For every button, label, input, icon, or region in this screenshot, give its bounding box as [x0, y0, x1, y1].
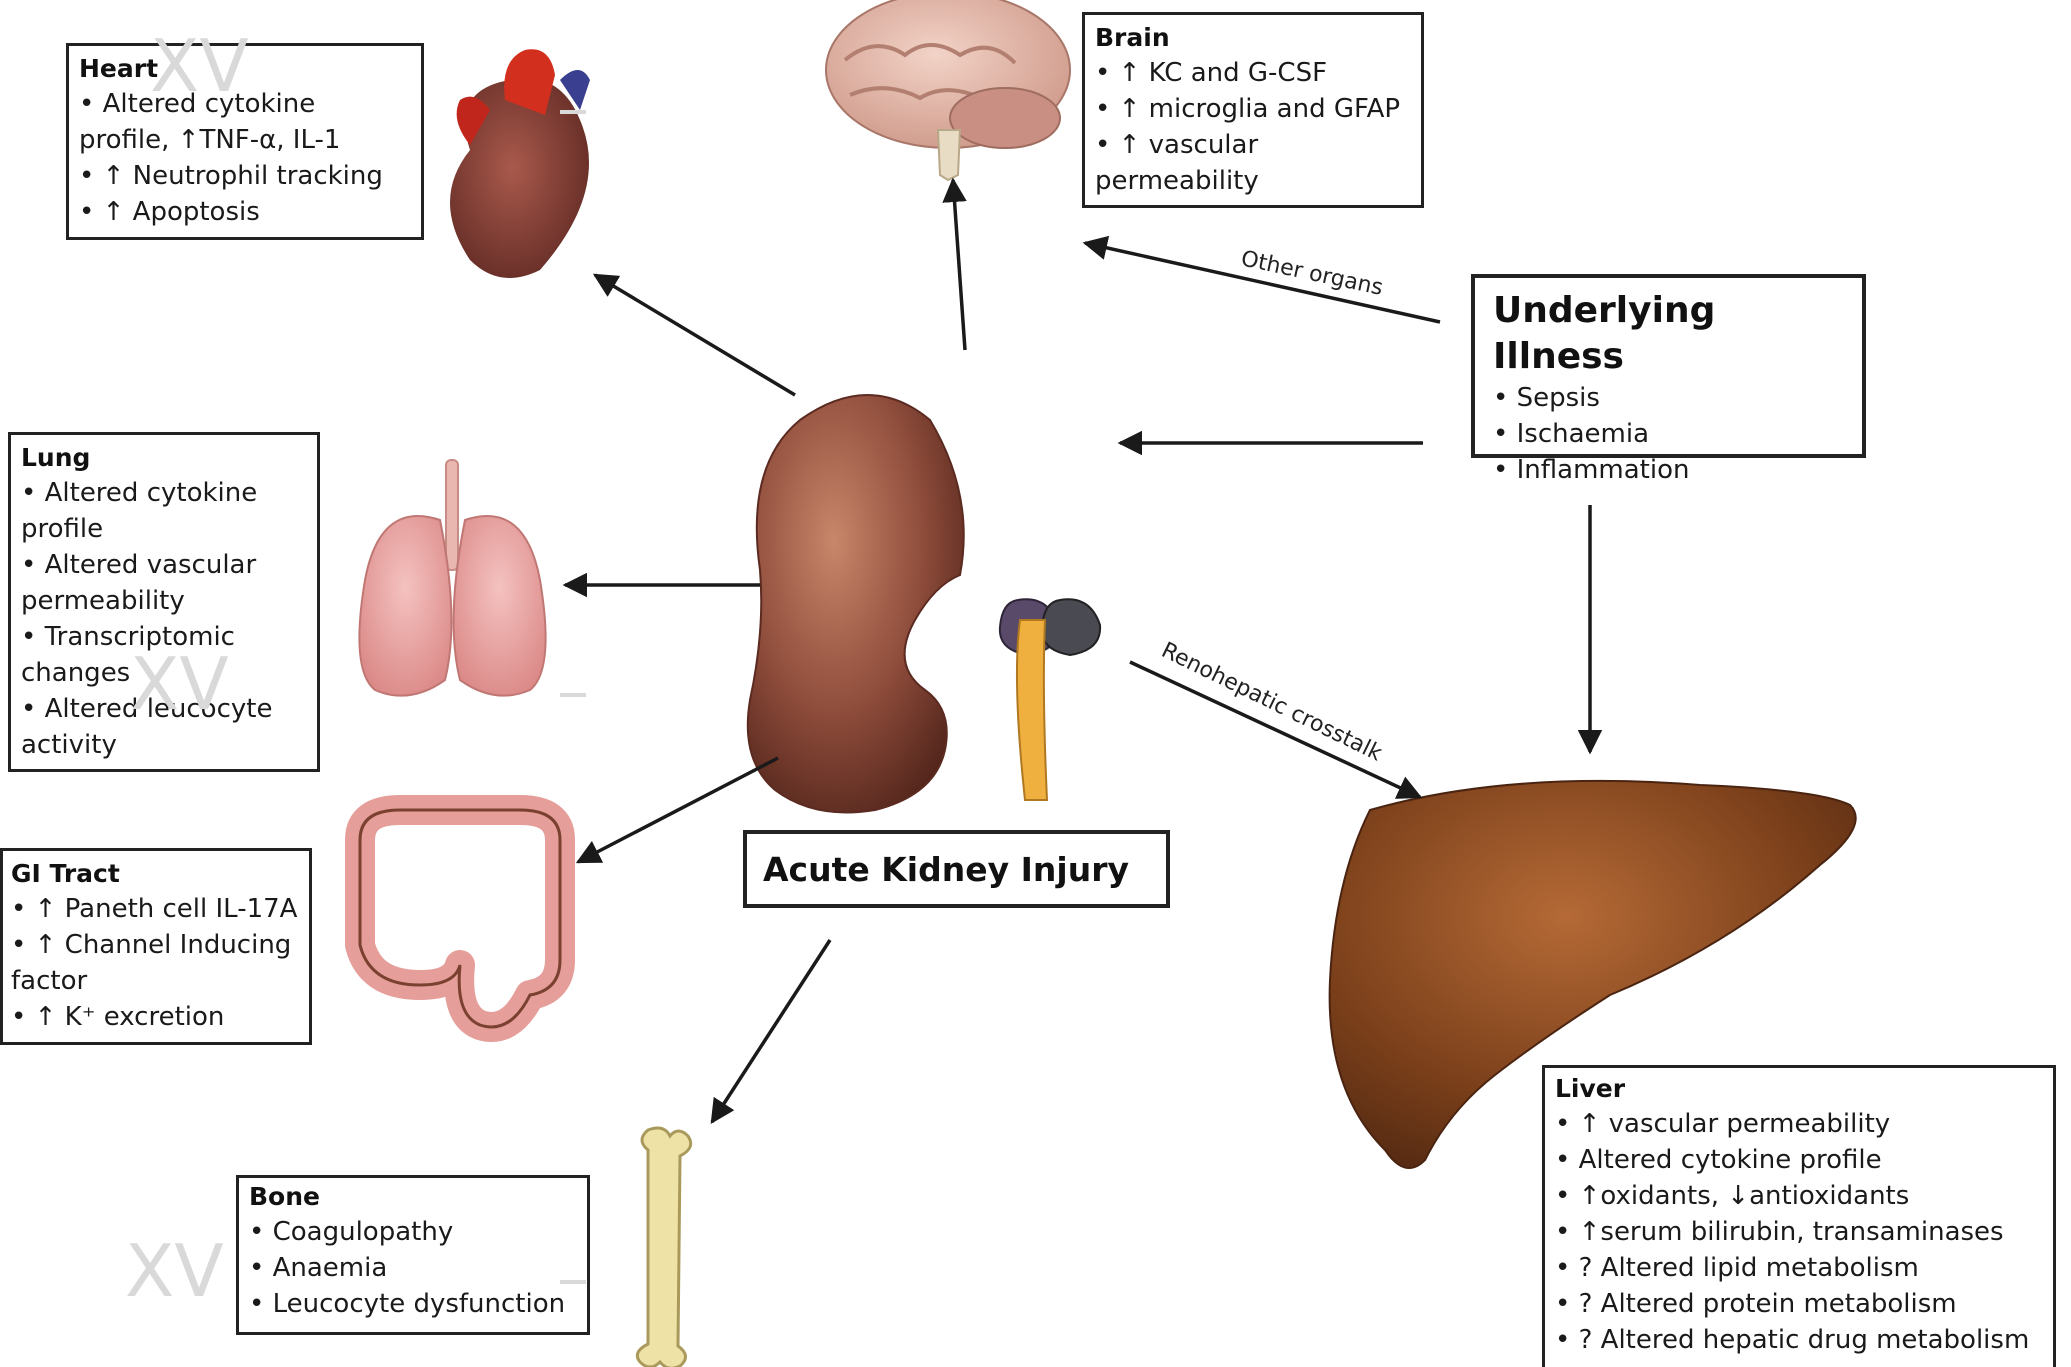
liver-box: Liver ↑ vascular permeability Altered cy… — [1542, 1065, 2056, 1367]
brain-illustration — [826, 0, 1070, 180]
brain-box: Brain ↑ KC and G-CSF ↑ microglia and GFA… — [1082, 12, 1424, 208]
liver-item: ↑oxidants, ↓antioxidants — [1555, 1178, 2043, 1214]
aki-label: Acute Kidney Injury — [763, 848, 1150, 892]
bone-title: Bone — [249, 1180, 577, 1214]
brain-item: ↑ microglia and GFAP — [1095, 91, 1411, 127]
brain-item: ↑ KC and G-CSF — [1095, 55, 1411, 91]
gi-tract-list: ↑ Paneth cell IL-17A ↑ Channel Inducing … — [11, 891, 299, 1035]
gi-tract-title: GI Tract — [11, 857, 299, 891]
gi-tract-item: ↑ Channel Inducing factor — [11, 927, 299, 999]
liver-item: ? Altered protein metabolism — [1555, 1286, 2043, 1322]
underlying-item: Inflammation — [1493, 452, 1844, 488]
underlying-item: Sepsis — [1493, 380, 1844, 416]
lung-title: Lung — [21, 441, 307, 475]
heart-item: ↑ Apoptosis — [79, 194, 411, 230]
liver-list: ↑ vascular permeability Altered cytokine… — [1555, 1106, 2043, 1358]
heart-illustration — [450, 49, 590, 278]
lung-illustration — [359, 460, 545, 696]
underlying-item: Ischaemia — [1493, 416, 1844, 452]
underlying-illness-title: Underlying Illness — [1493, 288, 1844, 380]
kidney-illustration — [748, 395, 1100, 813]
brain-item: ↑ vascular permeability — [1095, 127, 1411, 199]
bone-box: Bone Coagulopathy Anaemia Leucocyte dysf… — [236, 1175, 590, 1335]
bone-item: Anaemia — [249, 1250, 577, 1286]
liver-item: ? Altered lipid metabolism — [1555, 1250, 2043, 1286]
gi-tract-illustration — [360, 810, 560, 1027]
brain-title: Brain — [1095, 21, 1411, 55]
liver-item: ↑ vascular permeability — [1555, 1106, 2043, 1142]
underlying-illness-list: Sepsis Ischaemia Inflammation — [1493, 380, 1844, 488]
arrow-aki-to-heart — [595, 275, 795, 395]
watermark-bottom: XV — [125, 1235, 224, 1307]
liver-title: Liver — [1555, 1072, 2043, 1106]
underlying-illness-box: Underlying Illness Sepsis Ischaemia Infl… — [1471, 274, 1866, 458]
watermark-dash-bottom — [560, 1280, 586, 1284]
bone-list: Coagulopathy Anaemia Leucocyte dysfuncti… — [249, 1214, 577, 1322]
brain-list: ↑ KC and G-CSF ↑ microglia and GFAP ↑ va… — [1095, 55, 1411, 199]
watermark-top: XV — [150, 30, 249, 102]
lung-item: Altered cytokine profile — [21, 475, 307, 547]
bone-illustration — [637, 1128, 690, 1367]
lung-item: Altered vascular permeability — [21, 547, 307, 619]
liver-item: ↑serum bilirubin, transaminases — [1555, 1214, 2043, 1250]
watermark-dash-top — [560, 110, 586, 114]
aki-box: Acute Kidney Injury — [743, 830, 1170, 908]
title-red-fragment — [650, 0, 1390, 10]
liver-item: ? Altered hepatic drug metabolism — [1555, 1322, 2043, 1358]
arrow-aki-to-liver — [1130, 662, 1420, 797]
liver-item: Altered cytokine profile — [1555, 1142, 2043, 1178]
gi-tract-item: ↑ K⁺ excretion — [11, 999, 299, 1035]
watermark-dash-middle — [560, 693, 586, 697]
heart-item: ↑ Neutrophil tracking — [79, 158, 411, 194]
arrow-aki-to-bone — [712, 940, 830, 1122]
gi-tract-box: GI Tract ↑ Paneth cell IL-17A ↑ Channel … — [0, 848, 312, 1045]
gi-tract-item: ↑ Paneth cell IL-17A — [11, 891, 299, 927]
arrow-aki-to-brain — [953, 180, 965, 350]
bone-item: Leucocyte dysfunction — [249, 1286, 577, 1322]
edge-label-renohepatic: Renohepatic crosstalk — [1157, 638, 1386, 767]
bone-item: Coagulopathy — [249, 1214, 577, 1250]
watermark-middle: XV — [130, 648, 229, 720]
